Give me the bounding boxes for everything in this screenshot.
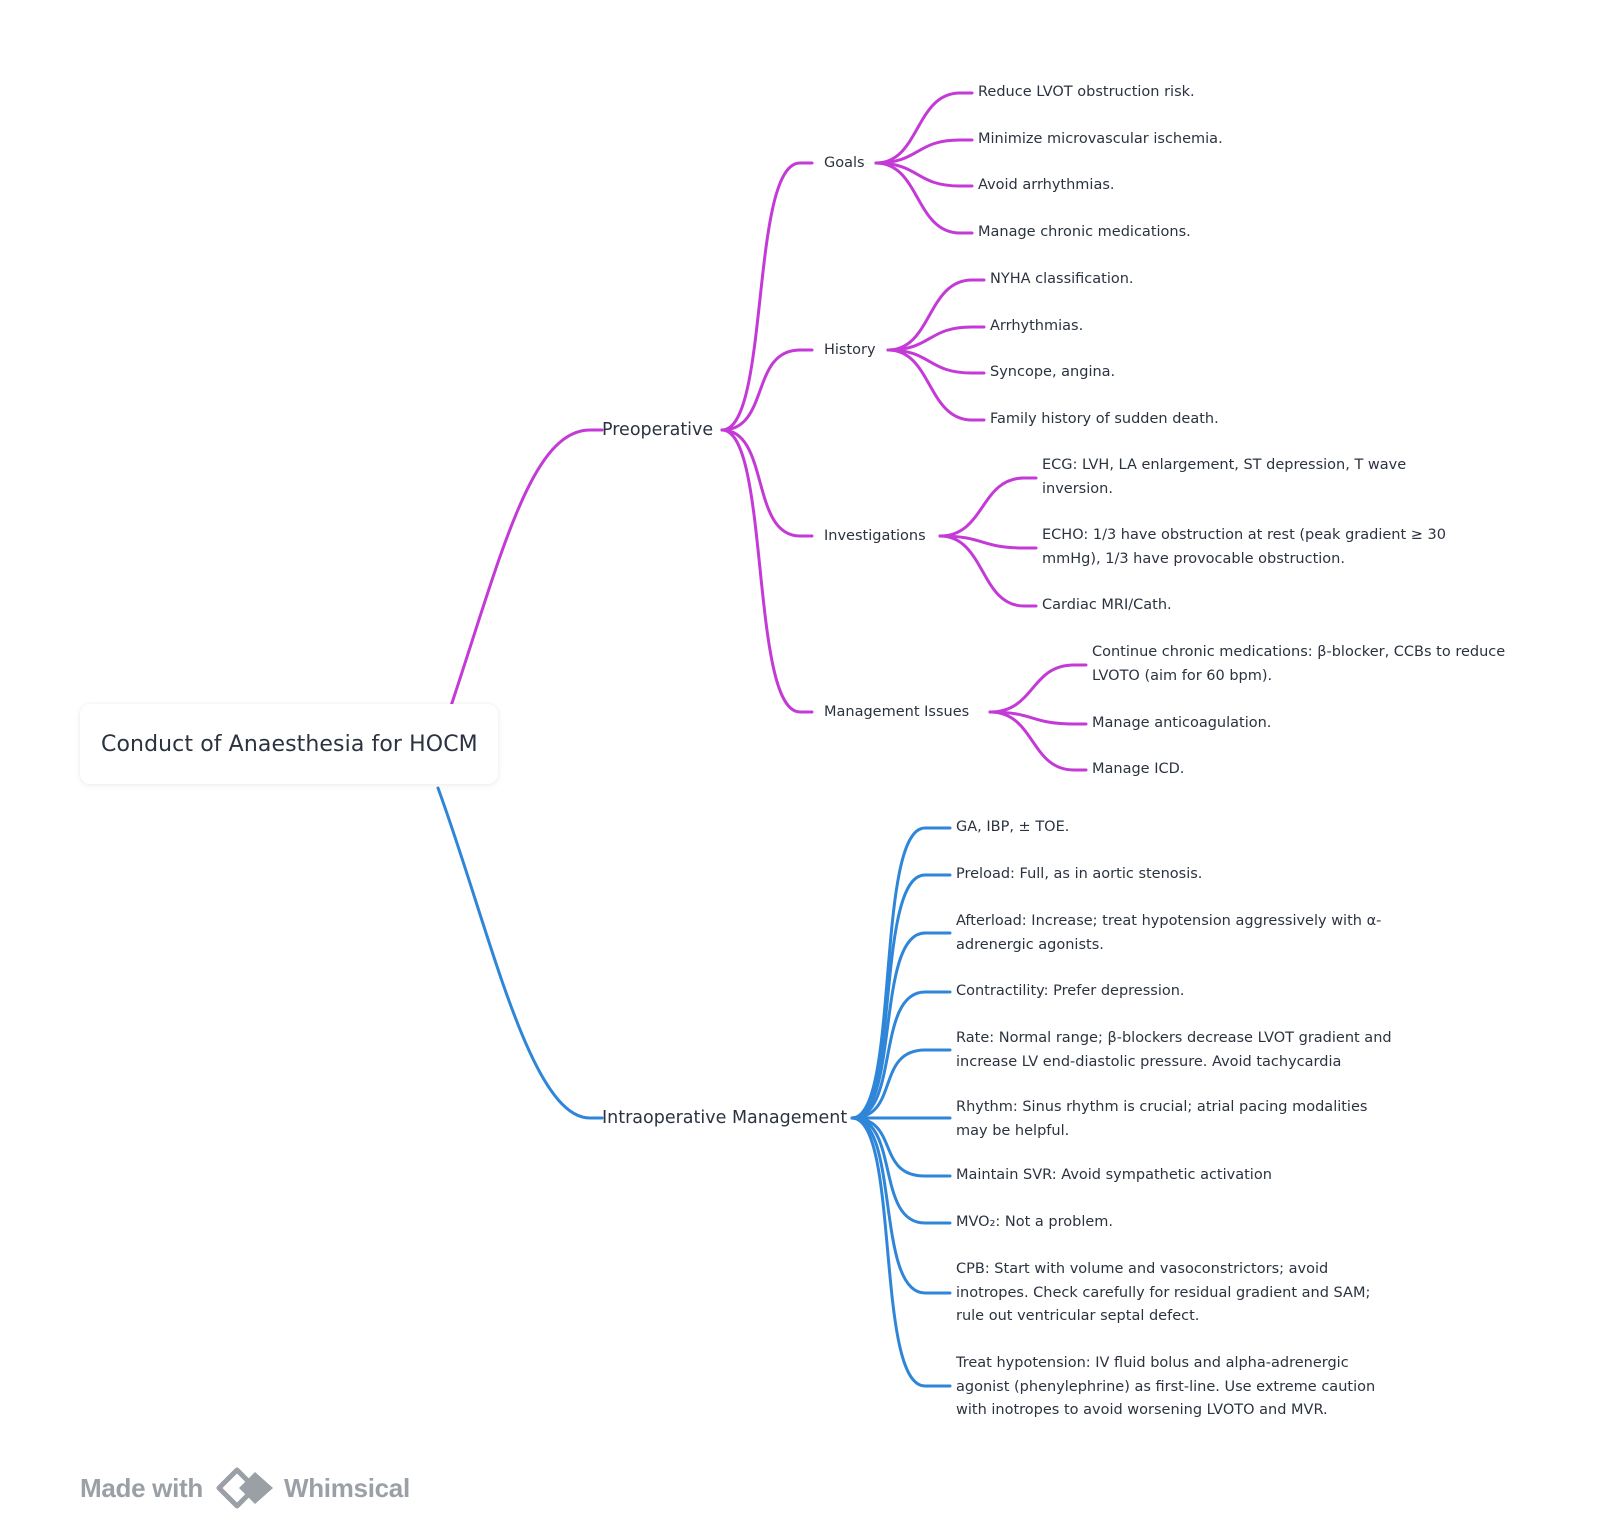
leaf-text: ECG: LVH, LA enlargement, ST depression,… bbox=[1042, 457, 1407, 497]
history-label: History bbox=[824, 342, 876, 358]
link-intraop-4 bbox=[850, 990, 952, 1120]
management-leaf[interactable]: Continue chronic medications: β-blocker,… bbox=[1092, 641, 1532, 688]
link-root-intraoperative bbox=[436, 786, 604, 1120]
goals-leaf[interactable]: Avoid arrhythmias. bbox=[978, 174, 1115, 198]
whimsical-logo-icon bbox=[216, 1467, 273, 1509]
link-intraop-7 bbox=[850, 1116, 952, 1178]
node-goals[interactable]: Goals bbox=[824, 153, 865, 174]
leaf-text: GA, IBP, ± TOE. bbox=[956, 819, 1070, 835]
history-leaf[interactable]: Arrhythmias. bbox=[990, 315, 1083, 339]
watermark-brand: Whimsical bbox=[283, 1472, 410, 1503]
link-root-preoperative bbox=[446, 428, 604, 717]
link-intraop-8 bbox=[850, 1116, 952, 1225]
investigations-leaf[interactable]: ECG: LVH, LA enlargement, ST depression,… bbox=[1042, 454, 1452, 501]
leaf-text: Family history of sudden death. bbox=[990, 411, 1219, 427]
leaf-text: Maintain SVR: Avoid sympathetic activati… bbox=[956, 1167, 1272, 1183]
leaf-text: Reduce LVOT obstruction risk. bbox=[978, 84, 1195, 100]
link-goals-2 bbox=[874, 138, 974, 165]
leaf-text: Rate: Normal range; β-blockers decrease … bbox=[956, 1030, 1392, 1070]
made-with-whimsical-watermark[interactable]: Made with Whimsical bbox=[80, 1466, 410, 1510]
link-preop-history bbox=[720, 348, 814, 432]
goals-leaf[interactable]: Manage chronic medications. bbox=[978, 221, 1191, 245]
management-leaf[interactable]: Manage anticoagulation. bbox=[1092, 712, 1271, 736]
leaf-text: Manage anticoagulation. bbox=[1092, 715, 1272, 731]
link-goals-3 bbox=[874, 161, 974, 188]
investigations-label: Investigations bbox=[824, 528, 926, 544]
investigations-leaf[interactable]: ECHO: 1/3 have obstruction at rest (peak… bbox=[1042, 524, 1472, 571]
history-leaf[interactable]: Syncope, angina. bbox=[990, 361, 1115, 385]
leaf-text: CPB: Start with volume and vasoconstrict… bbox=[956, 1261, 1371, 1324]
leaf-text: Afterload: Increase; treat hypotension a… bbox=[956, 913, 1382, 953]
leaf-text: Rhythm: Sinus rhythm is crucial; atrial … bbox=[956, 1099, 1368, 1139]
leaf-text: Manage ICD. bbox=[1092, 761, 1185, 777]
intraoperative-leaf[interactable]: Treat hypotension: IV fluid bolus and al… bbox=[956, 1352, 1396, 1423]
link-intraop-2 bbox=[850, 873, 952, 1120]
history-leaf[interactable]: Family history of sudden death. bbox=[990, 408, 1219, 432]
leaf-text: Arrhythmias. bbox=[990, 318, 1084, 334]
management-issues-label: Management Issues bbox=[824, 704, 970, 720]
node-intraoperative-management[interactable]: Intraoperative Management bbox=[602, 1106, 847, 1130]
intraoperative-leaf[interactable]: Contractility: Prefer depression. bbox=[956, 980, 1185, 1004]
leaf-text: MVO₂: Not a problem. bbox=[956, 1214, 1114, 1230]
link-history-2 bbox=[886, 325, 986, 352]
node-investigations[interactable]: Investigations bbox=[824, 526, 926, 547]
intraoperative-leaf[interactable]: Rate: Normal range; β-blockers decrease … bbox=[956, 1027, 1396, 1074]
root-node[interactable]: Conduct of Anaesthesia for HOCM bbox=[80, 704, 498, 784]
leaf-text: NYHA classification. bbox=[990, 271, 1134, 287]
leaf-text: Contractility: Prefer depression. bbox=[956, 983, 1185, 999]
leaf-text: Manage chronic medications. bbox=[978, 224, 1191, 240]
node-preoperative[interactable]: Preoperative bbox=[602, 418, 713, 442]
link-preop-goals bbox=[720, 161, 814, 432]
goals-leaf[interactable]: Minimize microvascular ischemia. bbox=[978, 128, 1223, 152]
investigations-leaf[interactable]: Cardiac MRI/Cath. bbox=[1042, 594, 1172, 618]
link-intraop-1 bbox=[850, 826, 952, 1120]
leaf-text: Continue chronic medications: β-blocker,… bbox=[1092, 644, 1506, 684]
leaf-text: Minimize microvascular ischemia. bbox=[978, 131, 1223, 147]
management-leaf[interactable]: Manage ICD. bbox=[1092, 758, 1184, 782]
link-history-3 bbox=[886, 348, 986, 375]
leaf-text: Treat hypotension: IV fluid bolus and al… bbox=[956, 1355, 1376, 1418]
link-intraop-3 bbox=[850, 931, 952, 1120]
link-intraop-9 bbox=[850, 1116, 952, 1295]
watermark-prefix: Made with bbox=[80, 1472, 203, 1503]
intraoperative-label: Intraoperative Management bbox=[602, 1108, 848, 1128]
link-intraop-5 bbox=[850, 1048, 952, 1120]
link-management-2 bbox=[988, 710, 1088, 726]
link-history-4 bbox=[886, 348, 986, 422]
leaf-text: Preload: Full, as in aortic stenosis. bbox=[956, 866, 1203, 882]
node-management-issues[interactable]: Management Issues bbox=[824, 702, 969, 723]
leaf-text: Cardiac MRI/Cath. bbox=[1042, 597, 1172, 613]
intraoperative-leaf[interactable]: Maintain SVR: Avoid sympathetic activati… bbox=[956, 1164, 1272, 1188]
link-intraop-10 bbox=[850, 1116, 952, 1388]
intraoperative-leaf[interactable]: Preload: Full, as in aortic stenosis. bbox=[956, 863, 1202, 887]
history-leaf[interactable]: NYHA classification. bbox=[990, 268, 1134, 292]
link-goals-4 bbox=[874, 161, 974, 235]
intraoperative-leaf[interactable]: MVO₂: Not a problem. bbox=[956, 1211, 1113, 1235]
link-management-1 bbox=[988, 663, 1088, 714]
link-preop-management bbox=[720, 428, 814, 714]
node-history[interactable]: History bbox=[824, 340, 876, 361]
link-preop-investigations bbox=[720, 428, 814, 538]
intraoperative-leaf[interactable]: Rhythm: Sinus rhythm is crucial; atrial … bbox=[956, 1096, 1396, 1143]
root-label: Conduct of Anaesthesia for HOCM bbox=[101, 731, 478, 757]
link-management-3 bbox=[988, 710, 1088, 772]
leaf-text: Avoid arrhythmias. bbox=[978, 177, 1115, 193]
leaf-text: Syncope, angina. bbox=[990, 364, 1116, 380]
goals-leaf[interactable]: Reduce LVOT obstruction risk. bbox=[978, 81, 1195, 105]
link-investigations-2 bbox=[938, 534, 1038, 550]
leaf-text: ECHO: 1/3 have obstruction at rest (peak… bbox=[1042, 527, 1446, 567]
preoperative-label: Preoperative bbox=[602, 420, 714, 440]
link-investigations-3 bbox=[938, 534, 1038, 608]
link-investigations-1 bbox=[938, 476, 1038, 538]
goals-label: Goals bbox=[824, 155, 865, 171]
link-goals-1 bbox=[874, 91, 974, 165]
link-history-1 bbox=[886, 278, 986, 352]
intraoperative-leaf[interactable]: CPB: Start with volume and vasoconstrict… bbox=[956, 1258, 1396, 1329]
intraoperative-leaf[interactable]: Afterload: Increase; treat hypotension a… bbox=[956, 910, 1396, 957]
intraoperative-leaf[interactable]: GA, IBP, ± TOE. bbox=[956, 816, 1069, 840]
